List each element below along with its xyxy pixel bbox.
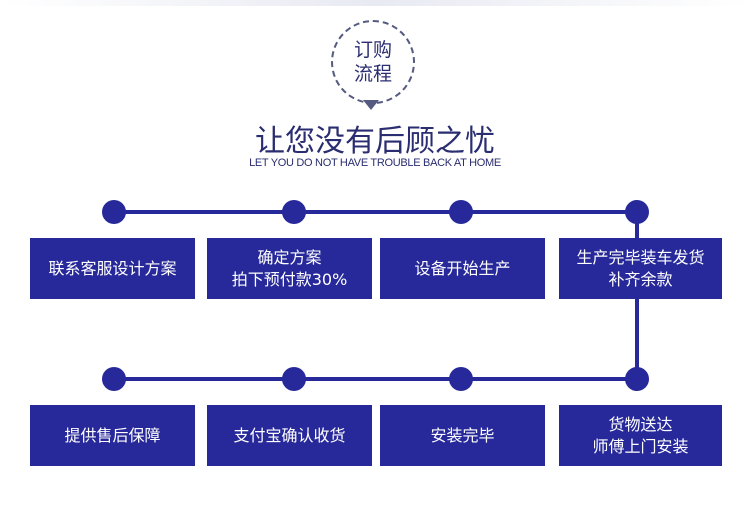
step-text: 确定方案 (257, 247, 322, 267)
step-box-3: 设备开始生产 (380, 238, 545, 299)
page-title: 让您没有后顾之忧 (255, 124, 495, 159)
step-dot (282, 200, 306, 224)
step-text: 联系客服设计方案 (48, 258, 177, 278)
step-box-8: 提供售后保障 (30, 405, 195, 466)
step-text: 支付宝确认收货 (233, 425, 346, 445)
bubble-tail (363, 100, 379, 110)
step-dot (282, 367, 306, 391)
step-box-5: 货物送达师傅上门安装 (559, 405, 722, 466)
connector-top (114, 210, 638, 214)
step-box-2: 确定方案拍下预付款30% (207, 238, 372, 299)
step-text: 补齐余款 (608, 269, 673, 289)
step-box-1: 联系客服设计方案 (30, 238, 195, 299)
step-box-6: 安装完毕 (380, 405, 545, 466)
step-box-7: 支付宝确认收货 (207, 405, 372, 466)
step-dot (625, 200, 649, 224)
badge-line-2: 流程 (353, 63, 392, 85)
step-dot (625, 367, 649, 391)
step-text: 拍下预付款30% (231, 269, 348, 289)
top-strip (0, 0, 750, 6)
step-dot (449, 200, 473, 224)
step-dot (102, 367, 126, 391)
step-text: 提供售后保障 (64, 425, 161, 445)
connector-bottom (114, 377, 638, 381)
step-dot (102, 200, 126, 224)
badge-line-1: 订购 (353, 39, 392, 61)
step-text: 货物送达 (608, 414, 673, 434)
step-box-4: 生产完毕装车发货补齐余款 (559, 238, 722, 299)
step-dot (449, 367, 473, 391)
step-text: 生产完毕装车发货 (576, 247, 705, 267)
page-subtitle: LET YOU DO NOT HAVE TROUBLE BACK AT HOME (249, 157, 501, 169)
speech-bubble-badge: 订购 流程 (331, 20, 415, 104)
step-text: 安装完毕 (430, 425, 495, 445)
step-text: 师傅上门安装 (592, 436, 689, 456)
step-text: 设备开始生产 (414, 258, 511, 278)
